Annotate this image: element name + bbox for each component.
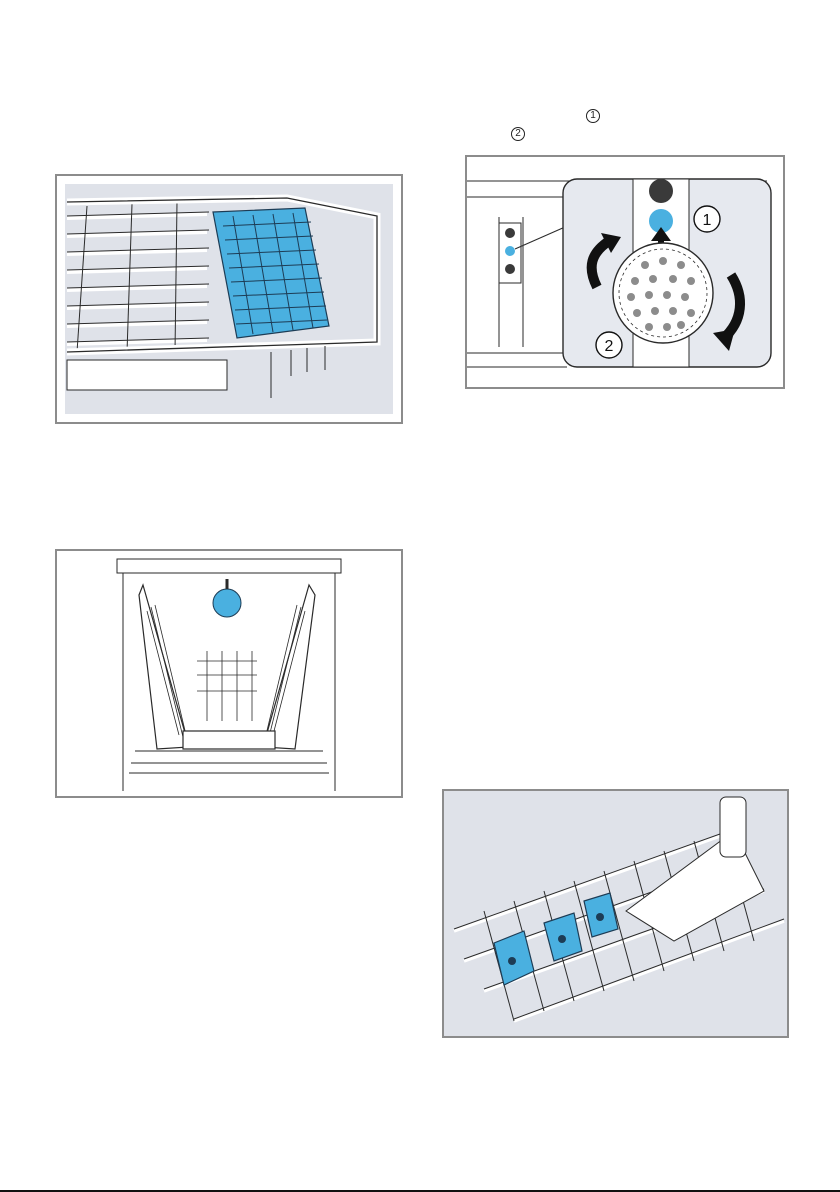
callout-2: 2 bbox=[605, 338, 614, 355]
step-marker-1: 1 bbox=[586, 109, 600, 123]
spray-arm-rotation-figure: 1 2 bbox=[465, 155, 785, 389]
dishwasher-front-illustration bbox=[57, 551, 401, 796]
small-item-holder-figure bbox=[442, 789, 789, 1038]
step-marker-2: 2 bbox=[511, 127, 525, 141]
dishwasher-front-figure bbox=[55, 549, 403, 798]
cutlery-tray-illustration bbox=[57, 176, 401, 422]
callout-1: 1 bbox=[703, 212, 712, 229]
cutlery-tray-figure bbox=[55, 174, 403, 424]
spray-arm-rotation-illustration: 1 2 bbox=[467, 157, 783, 387]
small-item-holder-illustration bbox=[444, 791, 787, 1036]
